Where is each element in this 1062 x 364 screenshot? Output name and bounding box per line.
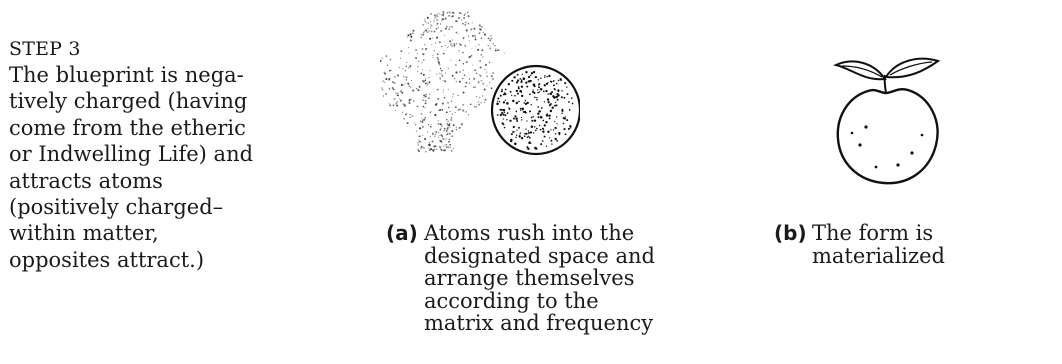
right-leaf-vein <box>889 61 933 76</box>
atom-cloud-stipple <box>380 11 506 153</box>
caption-a: (a) Atoms rush into the designated space… <box>386 222 716 335</box>
right-leaf <box>884 57 941 79</box>
caption-b-text: The form is materialized <box>812 221 945 268</box>
caption-b: (b) The form is materialized <box>774 222 1054 267</box>
fruit-peel-dots <box>850 125 924 169</box>
step-3-block: STEP 3 The blueprint is nega- tively cha… <box>9 38 319 273</box>
fruit-stem <box>883 74 887 94</box>
step-heading: STEP 3 <box>9 38 81 60</box>
atoms-in-circle-stipple <box>496 70 574 150</box>
orange-fruit-illustration <box>832 57 941 185</box>
caption-a-letter: (a) <box>386 221 418 245</box>
caption-b-letter: (b) <box>774 221 807 245</box>
blueprint-circle-outline <box>490 64 580 156</box>
step-description: The blueprint is nega- tively charged (h… <box>9 63 254 272</box>
left-leaf-vein <box>841 65 883 78</box>
caption-a-text: Atoms rush into the designated space and… <box>424 221 655 335</box>
fruit-body <box>836 88 939 185</box>
atoms-cloud-illustration <box>380 11 580 156</box>
left-leaf <box>832 60 887 81</box>
